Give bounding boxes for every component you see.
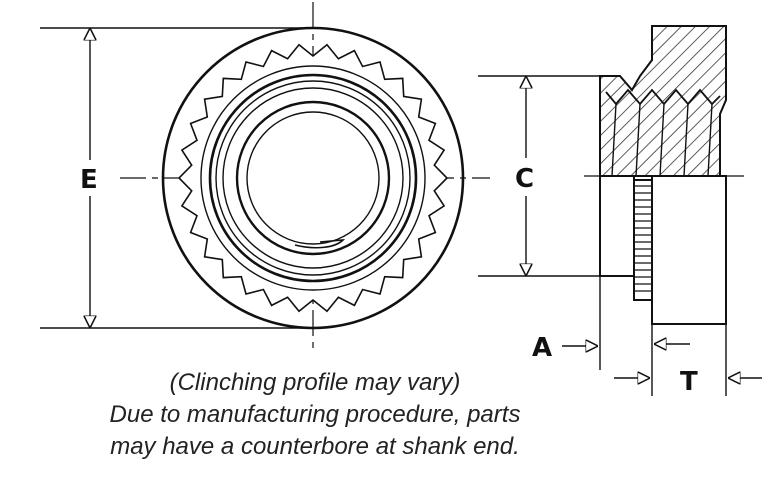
- side-knurl-band: [633, 179, 653, 301]
- front-view: [120, 2, 490, 352]
- dimension-a-label: A: [532, 333, 552, 363]
- caption-line-3: may have a counterbore at shank end.: [110, 433, 520, 460]
- dimension-a: [562, 276, 601, 370]
- caption-line-2: Due to manufacturing procedure, parts: [109, 401, 521, 428]
- dimension-c-label: C: [515, 164, 534, 194]
- dimension-c: [478, 75, 600, 277]
- knurl-ring: [177, 43, 449, 313]
- side-lower-flange: [599, 175, 635, 277]
- knurl-inner-circle: [200, 65, 426, 291]
- side-view: [584, 25, 748, 325]
- thread-major-circle: [235, 100, 391, 256]
- thread-minor-circle: [246, 111, 380, 245]
- dimension-e: [40, 27, 313, 329]
- side-thread-lines: [611, 103, 713, 177]
- side-knurl-ticks: [634, 185, 652, 292]
- body-circle-2: [215, 80, 411, 276]
- caption-line-1: (Clinching profile may vary): [169, 369, 461, 396]
- dimension-t-label: T: [680, 367, 698, 397]
- thread-start-hook: [294, 239, 346, 249]
- dimension-e-label: E: [80, 165, 98, 195]
- body-outer-circle: [208, 73, 418, 283]
- side-shank: [651, 175, 727, 325]
- dimension-t: [614, 324, 762, 396]
- body-circle-3: [222, 87, 404, 269]
